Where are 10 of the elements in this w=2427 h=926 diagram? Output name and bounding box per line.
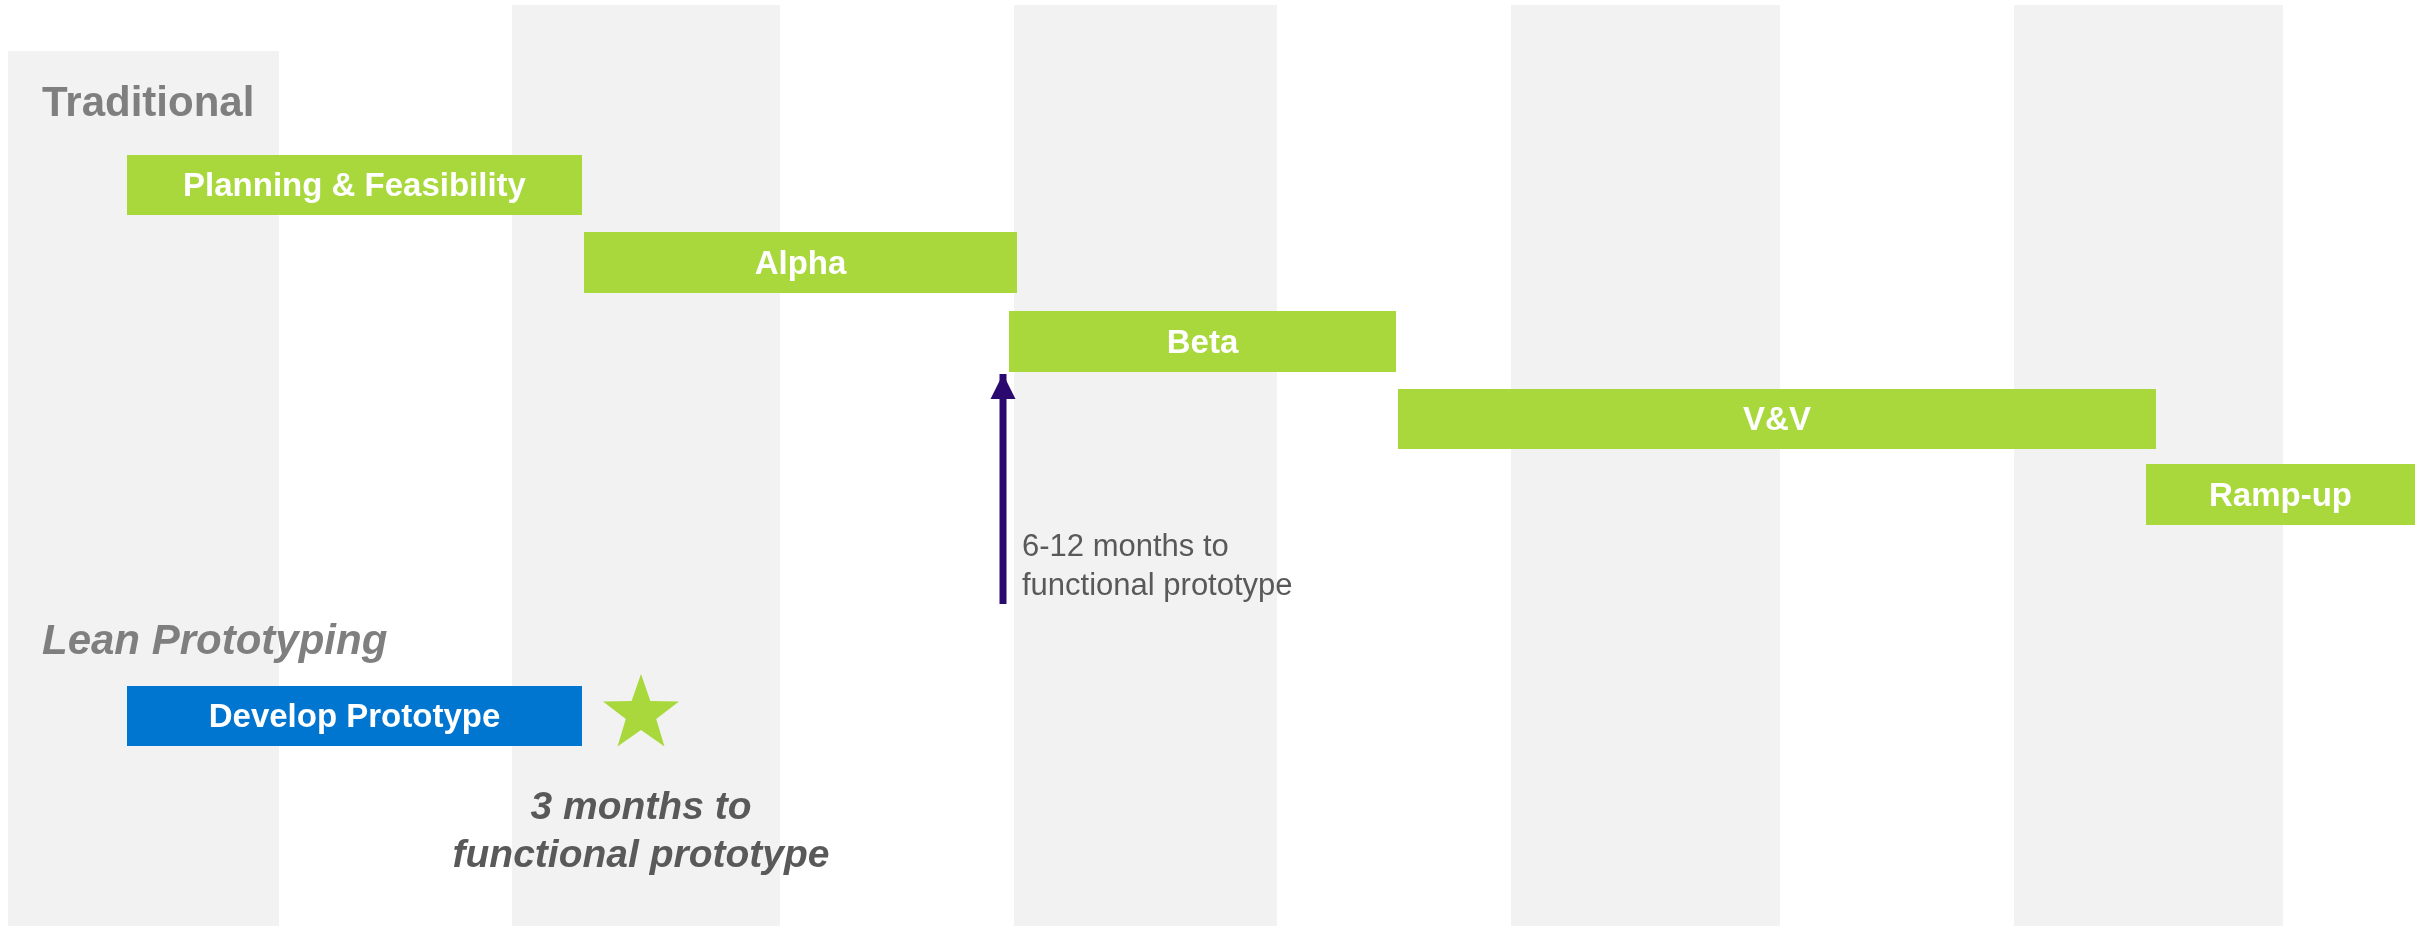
phase-bar: Develop Prototype [127,686,582,746]
milestone-caption: 3 months to functional prototype [451,783,831,877]
phase-bar: Planning & Feasibility [127,155,582,215]
phase-bar: Beta [1009,311,1396,372]
phase-bar: Ramp-up [2146,464,2415,525]
section-heading: Traditional [42,78,255,126]
section-heading: Lean Prototyping [42,616,388,664]
edge-label: 6-12 months to functional prototype [1022,527,1294,604]
phase-bar: V&V [1398,389,2156,449]
phase-bar: Alpha [584,232,1017,293]
